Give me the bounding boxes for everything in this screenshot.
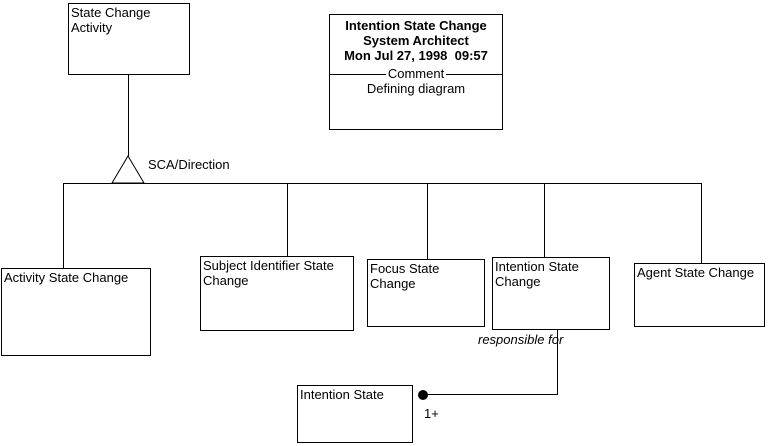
node-label: Focus State Change	[370, 261, 440, 291]
node-label: State Change Activity	[71, 5, 151, 35]
diagram-title-block[interactable]: Intention State Change System Architect …	[329, 14, 503, 130]
node-label: Intention State Change	[495, 259, 579, 289]
diagram-title: Intention State Change	[345, 18, 487, 33]
diagram-datetime: Mon Jul 27, 1998 09:57	[344, 48, 488, 63]
connector-responsible-vertical	[557, 330, 558, 395]
connector-responsible-horizontal	[423, 394, 558, 395]
node-activity-state-change[interactable]: Activity State Change	[1, 268, 151, 356]
cardinality-label: 1+	[424, 406, 439, 421]
node-intention-state[interactable]: Intention State	[297, 385, 413, 443]
connector-branch-horizontal	[63, 183, 702, 184]
node-subject-identifier-state-change[interactable]: Subject Identifier State Change	[200, 256, 354, 331]
node-label: Subject Identifier State Change	[203, 258, 334, 288]
node-label: Intention State	[300, 387, 384, 402]
diagram-author: System Architect	[363, 33, 469, 48]
separator-line-left	[330, 73, 386, 75]
cardinality-dot-icon	[418, 390, 428, 400]
node-focus-state-change[interactable]: Focus State Change	[367, 259, 485, 327]
node-state-change-activity[interactable]: State Change Activity	[68, 3, 190, 75]
connector-drop-agent	[701, 184, 702, 263]
node-agent-state-change[interactable]: Agent State Change	[634, 263, 765, 327]
relationship-label-responsible-for: responsible for	[478, 332, 564, 347]
node-intention-state-change[interactable]: Intention State Change	[492, 257, 610, 330]
hierarchy-triangle-icon	[111, 155, 145, 184]
branch-label-sca-direction: SCA/Direction	[148, 157, 230, 172]
diagram-comment: Defining diagram	[366, 81, 466, 96]
node-label: Agent State Change	[637, 265, 755, 280]
connector-drop-focus	[427, 184, 428, 259]
connector-drop-subject-identifier	[287, 184, 288, 256]
node-label: Activity State Change	[4, 270, 129, 285]
connector-drop-activity	[63, 184, 64, 268]
connector-drop-intention	[544, 184, 545, 257]
separator-line-right	[446, 73, 503, 75]
connector-parent-to-triangle	[128, 75, 129, 156]
comment-separator: Comment	[330, 66, 503, 81]
separator-label: Comment	[387, 66, 445, 81]
